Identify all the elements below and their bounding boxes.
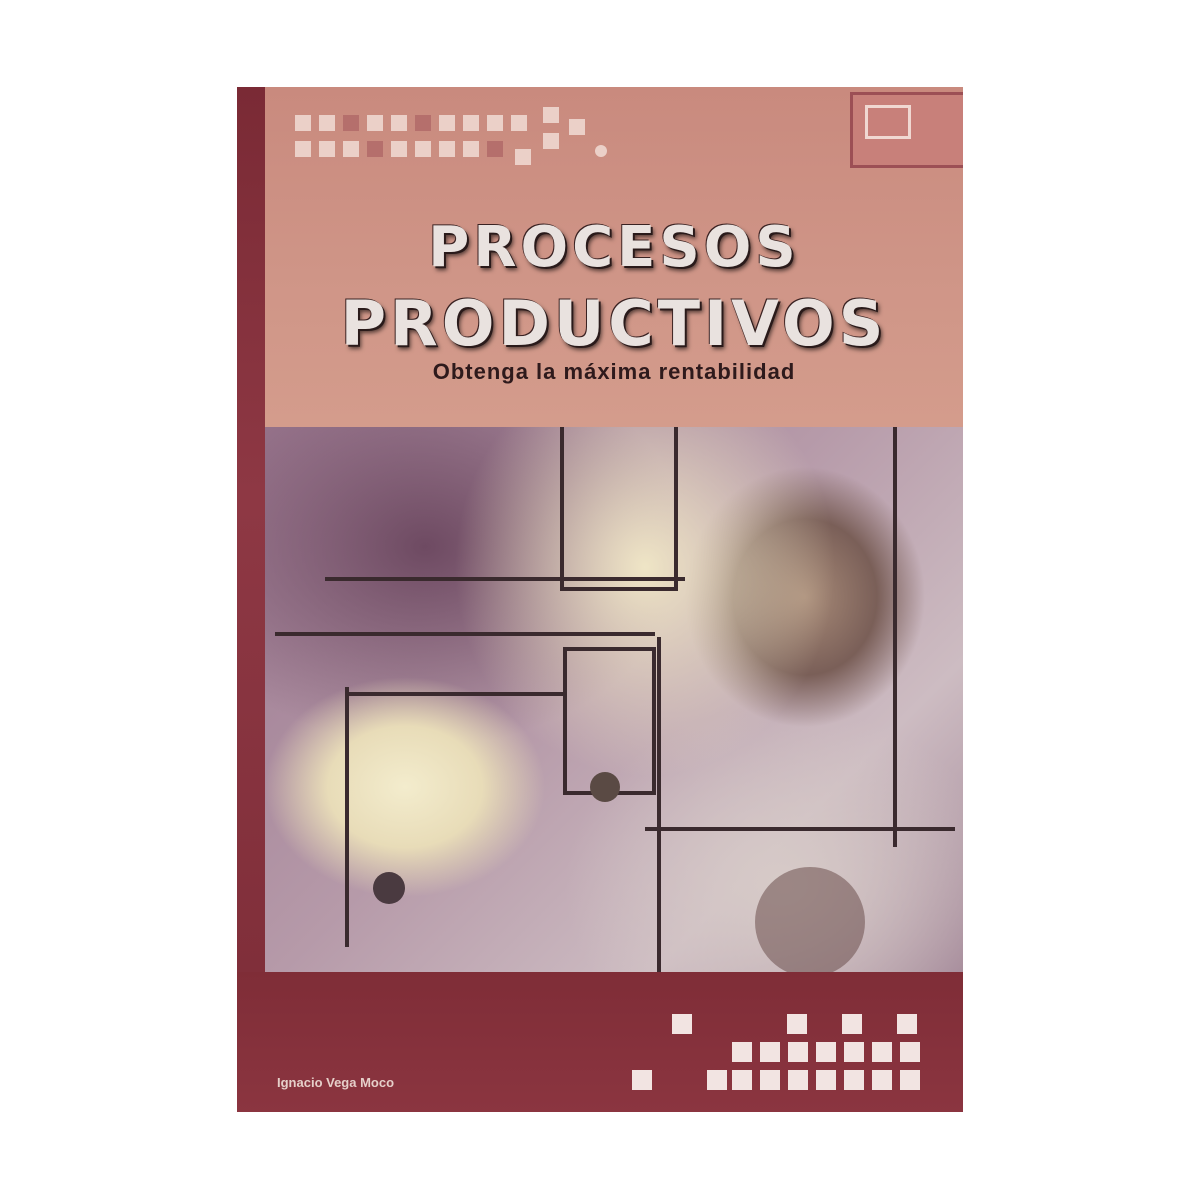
cover-top-panel bbox=[265, 87, 963, 427]
art-line bbox=[275, 632, 655, 636]
cover-bottom-band: Ignacio Vega Moco bbox=[237, 972, 963, 1112]
cover-author: Ignacio Vega Moco bbox=[277, 1075, 395, 1090]
art-line bbox=[657, 637, 661, 972]
art-mechanism bbox=[755, 867, 865, 977]
art-line bbox=[325, 577, 685, 581]
cover-artwork bbox=[265, 427, 963, 977]
book-cover: PROCESOS PRODUCTIVOS Obtenga la máxima r… bbox=[237, 87, 963, 1112]
cover-spine-band bbox=[237, 87, 265, 1112]
cover-subtitle: Obtenga la máxima rentabilidad bbox=[432, 359, 796, 384]
art-line bbox=[893, 427, 897, 847]
art-line bbox=[345, 692, 565, 696]
art-gear-hub bbox=[373, 872, 405, 904]
cover-title-line2: PRODUCTIVOS bbox=[340, 287, 888, 360]
cover-title-line1: PROCESOS bbox=[428, 215, 800, 280]
publisher-logo bbox=[850, 92, 963, 168]
art-frame bbox=[560, 427, 678, 591]
art-line bbox=[345, 687, 349, 947]
art-gear-hub bbox=[590, 772, 620, 802]
art-line bbox=[645, 827, 955, 831]
